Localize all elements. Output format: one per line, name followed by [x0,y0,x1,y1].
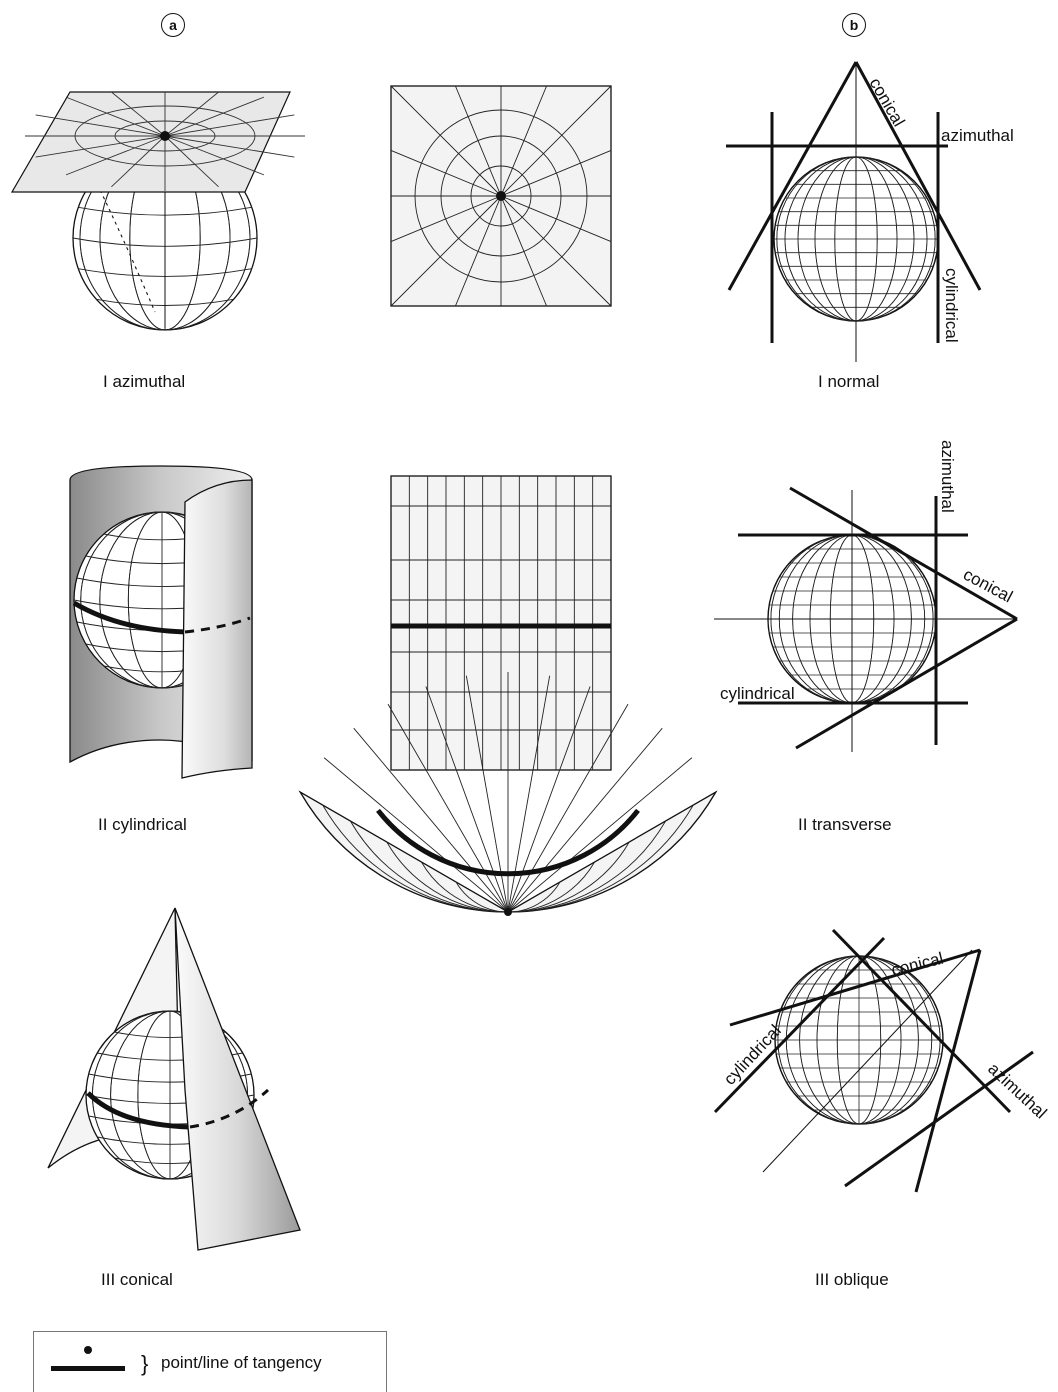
label-azimuthal: azimuthal [941,126,1014,145]
caption-transverse: II transverse [798,815,892,835]
tangent-point [160,131,170,141]
panel-marker-b: b [842,13,866,37]
label-conical: conical [889,949,945,980]
azimuthal-map [391,86,611,306]
caption-cylindrical: II cylindrical [98,815,187,835]
conical-projection-illustration [48,908,300,1250]
transverse-aspect-diagram: azimuthal conical cylindrical [714,440,1017,752]
legend: } point/line of tangency [33,1331,387,1392]
azimuthal-projection-illustration [12,92,305,330]
projection-plane [12,92,290,192]
legend-line-symbol [51,1366,125,1371]
tangent-point [496,191,506,201]
legend-point-symbol [84,1346,92,1354]
panel-marker-a: a [161,13,185,37]
label-cylindrical: cylindrical [720,1021,785,1089]
legend-text: point/line of tangency [161,1353,322,1373]
caption-oblique: III oblique [815,1270,889,1290]
cylindrical-projection-illustration [70,466,252,778]
label-cylindrical: cylindrical [942,268,961,343]
caption-azimuthal: I azimuthal [103,372,185,392]
conical-map [300,672,716,916]
normal-aspect-diagram: conical azimuthal cylindrical [726,62,1014,362]
label-cylindrical: cylindrical [720,684,795,703]
caption-normal: I normal [818,372,879,392]
label-azimuthal: azimuthal [938,440,957,513]
caption-conical: III conical [101,1270,173,1290]
label-azimuthal: azimuthal [984,1059,1050,1123]
cylindrical-map [391,476,611,770]
label-conical: conical [960,565,1016,607]
oblique-aspect-diagram: conical cylindrical azimuthal [715,930,1050,1192]
legend-brace: } [141,1351,148,1377]
